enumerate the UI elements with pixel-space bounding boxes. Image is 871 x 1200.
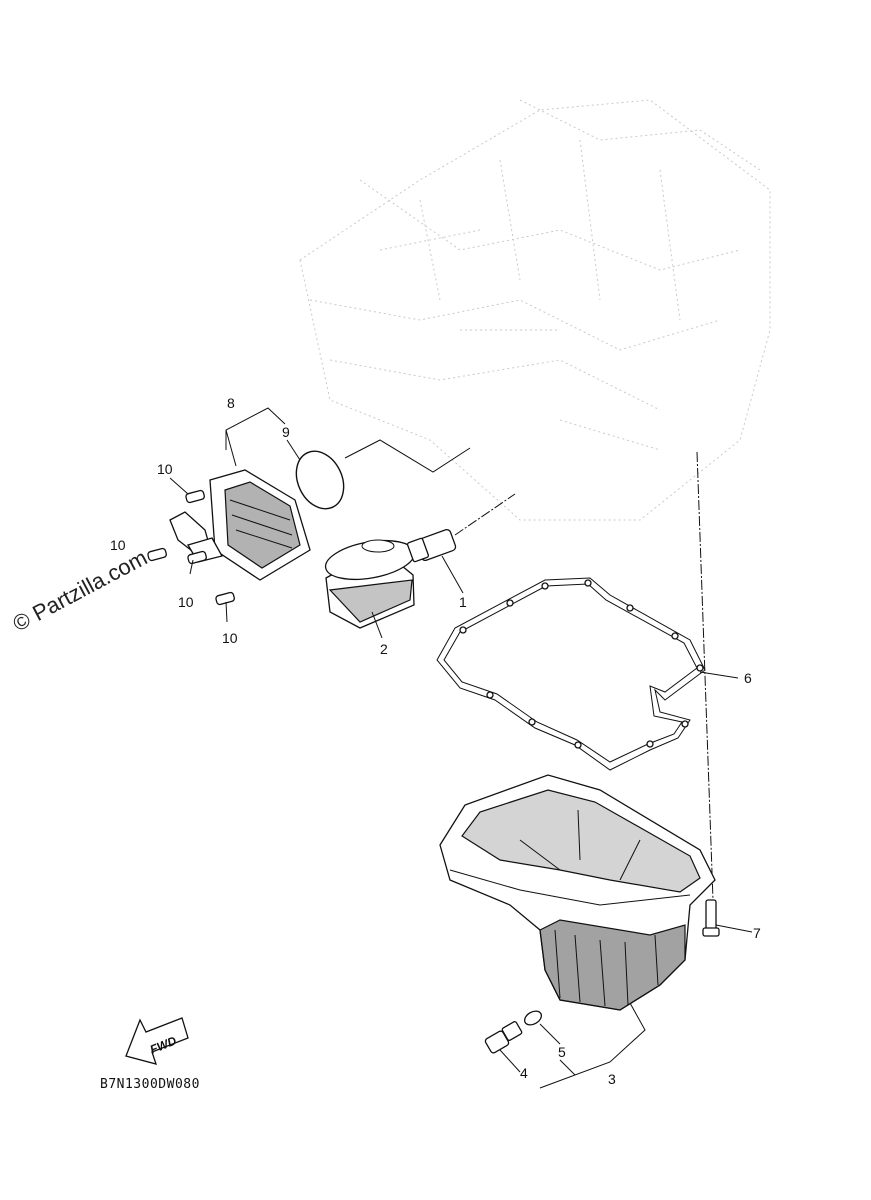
callout-10-a: 10 — [157, 461, 173, 477]
callout-8: 8 — [227, 395, 235, 411]
oil-pan-gasket — [436, 577, 706, 771]
fwd-arrow-icon — [125, 1017, 189, 1065]
drain-bolt — [484, 1021, 523, 1054]
oil-pan — [439, 774, 716, 1011]
callout-6: 6 — [744, 670, 752, 686]
guide-line-bolt-7 — [696, 451, 714, 901]
bolt-10-c — [187, 550, 207, 565]
bolt-10-a — [185, 489, 205, 504]
oil-filter — [324, 539, 416, 629]
o-ring — [295, 450, 345, 510]
diagram-code: B7N1300DW080 — [100, 1077, 200, 1092]
callout-5: 5 — [558, 1044, 566, 1060]
union-bolt — [406, 528, 457, 563]
washer — [523, 1010, 543, 1026]
bolt-10-b — [147, 547, 167, 562]
bolt-10-d — [215, 591, 235, 606]
callout-3: 3 — [608, 1071, 616, 1087]
callout-10-b: 10 — [110, 537, 126, 553]
callout-2: 2 — [380, 641, 388, 657]
callout-1: 1 — [459, 594, 467, 610]
callout-10-c: 10 — [178, 594, 194, 610]
callout-7: 7 — [753, 925, 761, 941]
guide-line-filter — [344, 439, 471, 473]
leader-lines — [169, 407, 753, 1089]
callout-10-d: 10 — [222, 630, 238, 646]
guide-line-union-bolt — [454, 493, 516, 536]
oil-cooler — [169, 469, 311, 581]
bolt-7 — [702, 899, 720, 937]
callout-9: 9 — [282, 424, 290, 440]
callout-4: 4 — [520, 1065, 528, 1081]
engine-ghost-outline — [299, 99, 771, 521]
watermark: © Partzilla.com — [9, 545, 152, 637]
